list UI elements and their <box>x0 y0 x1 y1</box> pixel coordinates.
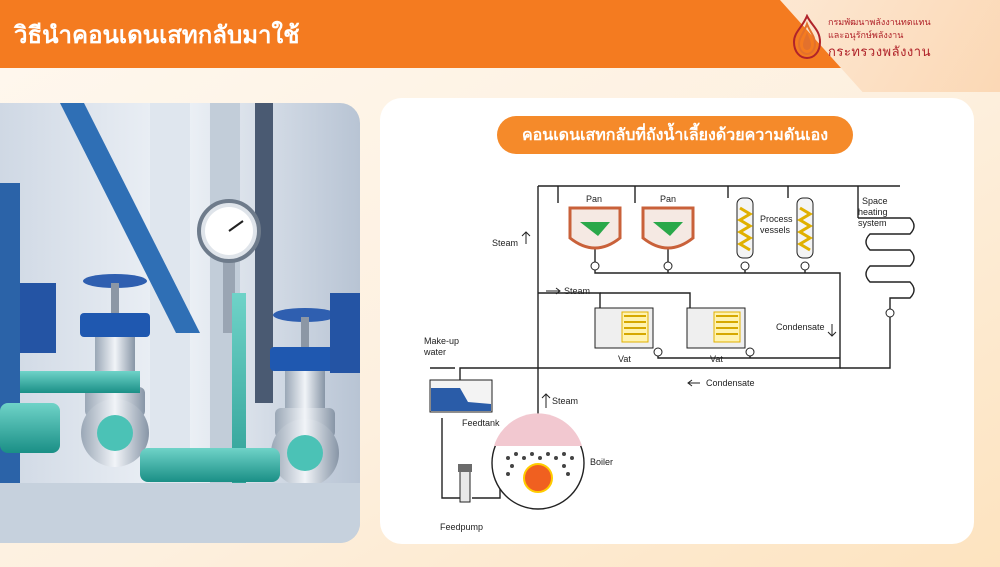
condensate-return-diagram: Pan Pan Process vessels Space heating sy… <box>423 185 915 532</box>
flame-emblem-icon <box>792 14 822 60</box>
page-title: วิธีนำคอนเดนเสทกลับมาใช้ <box>14 21 300 49</box>
logo-department-line2: และอนุรักษ์พลังงาน <box>828 31 904 41</box>
vat-2-label: Vat <box>710 354 723 364</box>
valves-illustration <box>0 103 360 543</box>
space-heating-label-1: Space <box>862 196 888 206</box>
steam-right-label: Steam <box>564 286 590 296</box>
pan-1-label: Pan <box>586 194 602 204</box>
boiler-label: Boiler <box>590 457 613 467</box>
process-vessel-1 <box>736 197 754 259</box>
condensate-left-label: Condensate <box>706 378 755 388</box>
diagram-heading: คอนเดนเสทกลับที่ถังน้ำเลี้ยงด้วยความดันเ… <box>497 116 853 154</box>
logo-department-line1: กรมพัฒนาพลังงานทดแทน <box>828 18 931 28</box>
feedtank: Feedtank <box>429 379 500 428</box>
boiler: Boiler <box>491 413 613 510</box>
makeup-water-label-1: Make-up <box>424 336 459 346</box>
ministry-logo: กรมพัฒนาพลังงานทดแทน และอนุรักษ์พลังงาน … <box>790 12 995 64</box>
space-heating-label-2: heating <box>858 207 888 217</box>
pan-2: Pan <box>641 194 695 250</box>
pan-2-label: Pan <box>660 194 676 204</box>
vat-2: Vat <box>686 307 746 364</box>
steam-up-label: Steam <box>492 238 518 248</box>
makeup-water-label-2: water <box>423 347 446 357</box>
feedpump: Feedpump <box>440 464 483 532</box>
space-heating-label-3: system <box>858 218 887 228</box>
diagram-card: คอนเดนเสทกลับที่ถังน้ำเลี้ยงด้วยความดันเ… <box>380 98 974 544</box>
valves-photo <box>0 103 360 543</box>
condensate-down-label: Condensate <box>776 322 825 332</box>
feedtank-label: Feedtank <box>462 418 500 428</box>
steam-boiler-label: Steam <box>552 396 578 406</box>
logo-ministry-name: กระทรวงพลังงาน <box>828 45 931 60</box>
process-vessel-2 <box>796 197 814 259</box>
process-vessels-label-1: Process <box>760 214 793 224</box>
pan-1: Pan <box>568 194 622 250</box>
process-vessels-label-2: vessels <box>760 225 791 235</box>
feedpump-label: Feedpump <box>440 522 483 532</box>
vat-1-label: Vat <box>618 354 631 364</box>
vat-1: Vat <box>594 307 654 364</box>
